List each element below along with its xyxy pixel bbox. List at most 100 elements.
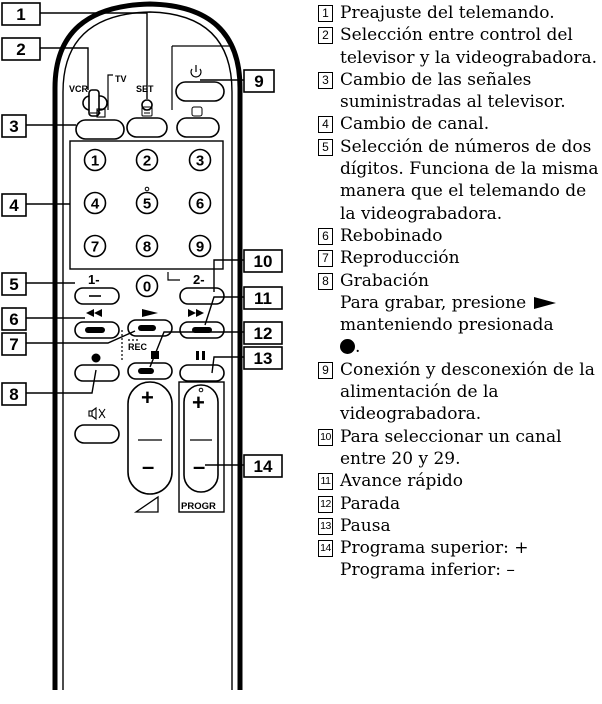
digit-label: 8	[143, 239, 151, 256]
volume-rocker[interactable]	[127, 381, 173, 495]
callout-number: 1	[16, 5, 25, 24]
rewind-icon	[86, 309, 102, 317]
digit-label: 9	[196, 239, 204, 256]
callout-marker-2: 2	[1, 37, 89, 90]
callout-marker-3: 3	[1, 114, 76, 138]
callout-number: 2	[16, 40, 25, 59]
one-dash-label: 1-	[88, 272, 100, 287]
digit-button-2[interactable]: 2	[135, 148, 159, 172]
legend-number: 7	[318, 250, 333, 268]
digit-button-5[interactable]: 5	[135, 186, 159, 215]
tv-label: TV	[115, 74, 127, 84]
screen-button[interactable]	[176, 117, 220, 138]
callout-marker-14: 14	[205, 454, 283, 478]
callout-number: 14	[254, 457, 273, 476]
power-button[interactable]	[175, 81, 225, 102]
remote-body-outline	[52, 1, 243, 690]
callout-number: 3	[9, 117, 18, 136]
legend-number: 11	[318, 473, 333, 491]
two-dash-label: 2-	[193, 272, 205, 287]
digit-label: 7	[91, 239, 99, 256]
callout-number: 12	[254, 324, 273, 343]
callout-number: 5	[9, 275, 18, 294]
callout-number: 13	[254, 349, 273, 368]
number-pad: 1 2 3 4 5 6 7 8 9 0	[83, 148, 212, 298]
mute-button[interactable]	[74, 424, 120, 444]
record-symbol-icon	[340, 339, 355, 355]
digit-label: 3	[196, 153, 204, 170]
progr-label: PROGR	[181, 501, 216, 512]
callout-marker-6: 6	[1, 307, 85, 331]
fast-forward-icon	[188, 309, 204, 317]
volume-minus: –	[142, 454, 154, 479]
callout-number: 8	[9, 385, 18, 404]
digit-label: 1	[91, 153, 99, 170]
digit-button-8[interactable]: 8	[135, 234, 159, 258]
digit-button-9[interactable]: 9	[188, 234, 212, 258]
legend-number: 10	[318, 428, 333, 446]
two-dash-button[interactable]	[179, 287, 225, 305]
power-icon	[190, 65, 202, 78]
input-select-button[interactable]	[75, 119, 125, 140]
callout-number: 6	[9, 310, 18, 329]
callout-marker-1: 1	[1, 2, 148, 99]
screen-icon	[191, 106, 203, 117]
record-button[interactable]	[74, 364, 120, 382]
digit-label: 2	[143, 153, 151, 170]
vcr-label: VCR	[69, 84, 89, 94]
digit-button-7[interactable]: 7	[83, 234, 107, 258]
teletext-button[interactable]	[126, 117, 168, 138]
callout-marker-8: 8	[1, 369, 97, 406]
callout-number: 7	[9, 335, 18, 354]
legend-number: 5	[318, 138, 333, 156]
callout-marker-12: 12	[149, 321, 283, 368]
remote-inner-outline	[62, 11, 233, 690]
legend-number: 3	[318, 71, 333, 89]
digit-button-0[interactable]: 0	[135, 274, 159, 298]
volume-icon	[133, 495, 159, 513]
mute-icon	[88, 406, 106, 421]
digit-button-1[interactable]: 1	[83, 148, 107, 172]
legend-number: 4	[318, 116, 333, 134]
callout-number: 4	[9, 196, 19, 215]
volume-plus: +	[141, 385, 154, 410]
callout-marker-9: 9	[200, 69, 275, 93]
digit-button-3[interactable]: 3	[188, 148, 212, 172]
callout-marker-4: 4	[1, 193, 70, 217]
callout-marker-7: 7	[1, 330, 136, 356]
number-pad-frame	[69, 140, 224, 270]
digit-button-6[interactable]: 6	[188, 191, 212, 215]
record-icon	[91, 353, 101, 363]
digit-button-4[interactable]: 4	[83, 191, 107, 215]
callout-marker-13: 13	[211, 346, 283, 374]
input-icon	[90, 108, 106, 118]
legend-number: 8	[318, 272, 333, 290]
set-button[interactable]	[141, 99, 153, 111]
digit-label: 4	[91, 196, 100, 213]
program-plus: +	[192, 390, 205, 415]
callout-marker-5: 5	[1, 272, 75, 296]
pause-button[interactable]	[179, 364, 225, 382]
legend-number: 13	[318, 517, 333, 535]
legend-number: 14	[318, 540, 333, 558]
callout-marker-10: 10	[213, 249, 283, 292]
legend-number: 9	[318, 361, 333, 379]
callout-marker-11: 11	[204, 286, 283, 326]
legend-number: 2	[318, 27, 333, 45]
